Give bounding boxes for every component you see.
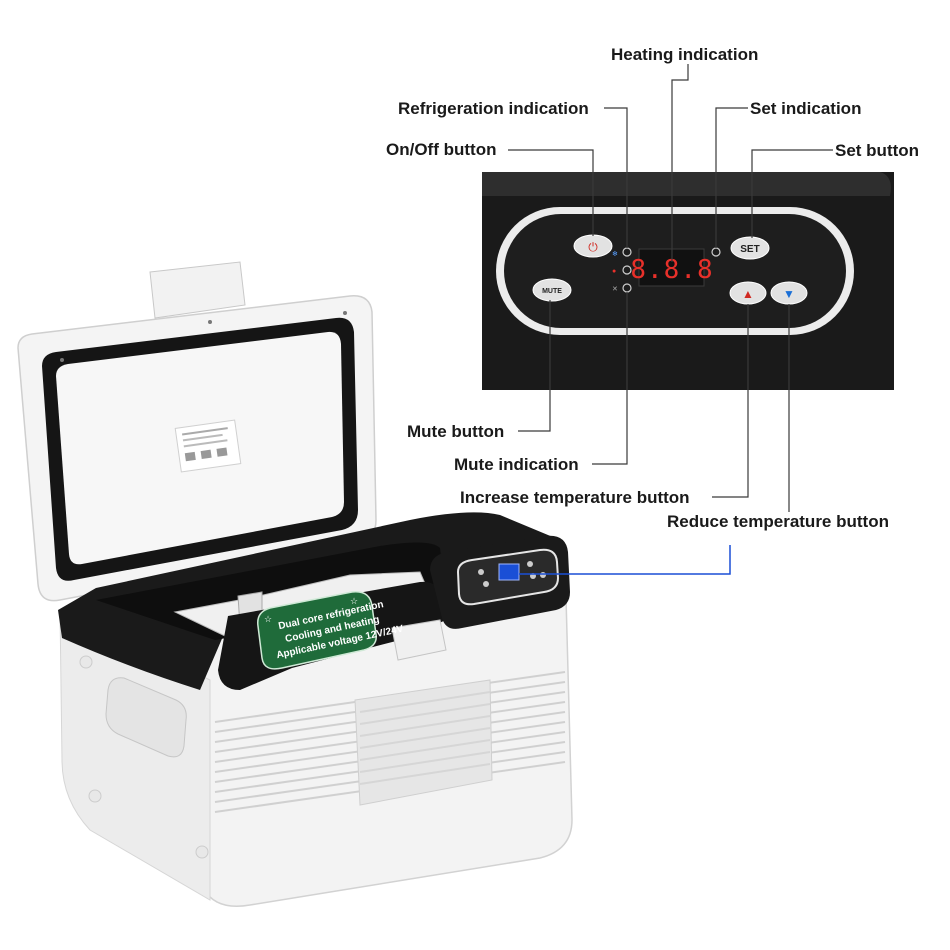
body-left-face (59, 609, 211, 901)
panel-closeup-top-edge (482, 172, 891, 196)
mini-button (483, 581, 489, 587)
arrow-down-icon: ▼ (783, 287, 795, 301)
mini-button (527, 561, 533, 567)
heating-indicator-led (622, 265, 632, 275)
side-handle (105, 677, 187, 758)
mute-indicator-led (622, 283, 632, 293)
callout-labels: Heating indication Refrigeration indicat… (386, 45, 919, 531)
lid-screw (343, 311, 347, 315)
side-foot (79, 655, 93, 669)
label-set-indication: Set indication (750, 99, 861, 118)
label-refrigeration-indication: Refrigeration indication (398, 99, 589, 118)
set-button-label: SET (740, 244, 759, 255)
lid-screw (208, 320, 212, 324)
reduce-temperature-button[interactable]: ▼ (770, 281, 808, 305)
increase-temperature-button[interactable]: ▲ (729, 281, 767, 305)
leader-refrigeration (604, 107, 628, 248)
zoomed-control-panel: ⏻ ❄ ● ✕ 8.8.8 SET MUTE ▲ (482, 172, 894, 390)
arrow-up-icon: ▲ (742, 287, 754, 301)
fan-vent (354, 679, 493, 806)
leader-lines (508, 64, 833, 512)
mini-button (540, 572, 546, 578)
heat-icon: ● (612, 268, 616, 275)
leader-mute-indication (592, 292, 628, 465)
leader-set-indication (715, 107, 748, 248)
mute-button-label: MUTE (542, 288, 562, 295)
leader-increase (712, 304, 749, 498)
cooler-box: Dual core refrigeration Cooling and heat… (17, 261, 731, 907)
leader-heating (671, 64, 689, 262)
set-button[interactable]: SET (730, 236, 770, 260)
label-reduce-temperature-button: Reduce temperature button (667, 512, 889, 531)
leader-mute-button (518, 300, 551, 432)
mute-button[interactable]: MUTE (532, 278, 572, 302)
mini-panel-highlight (498, 563, 520, 581)
mini-button (478, 569, 484, 575)
label-mute-button: Mute button (407, 422, 504, 441)
star-icon: ☆ (350, 596, 358, 606)
star-icon: ☆ (264, 614, 272, 624)
mute-icon: ✕ (612, 286, 618, 293)
front-latch (391, 619, 447, 661)
label-set-button: Set button (835, 141, 919, 160)
sticker-background (257, 591, 377, 670)
label-mute-indication: Mute indication (454, 455, 579, 474)
label-onoff-button: On/Off button (386, 140, 496, 159)
leader-set-button (751, 149, 833, 238)
onoff-button[interactable]: ⏻ (573, 234, 613, 258)
zoom-connector-line (519, 545, 731, 575)
snowflake-icon: ❄ (612, 250, 618, 258)
side-foot (195, 845, 209, 859)
temperature-display: 8.8.8 (630, 248, 713, 287)
leader-onoff (508, 149, 594, 236)
lid-screw (60, 358, 64, 362)
set-indicator-led (711, 247, 721, 257)
label-heating-indication: Heating indication (611, 45, 758, 64)
lid-spec-label (174, 419, 242, 473)
label-increase-temperature-button: Increase temperature button (460, 488, 690, 507)
power-icon: ⏻ (588, 240, 598, 254)
fan-vent-slats (359, 691, 491, 785)
lid-hinge-tab (149, 261, 246, 319)
side-foot (88, 789, 102, 803)
